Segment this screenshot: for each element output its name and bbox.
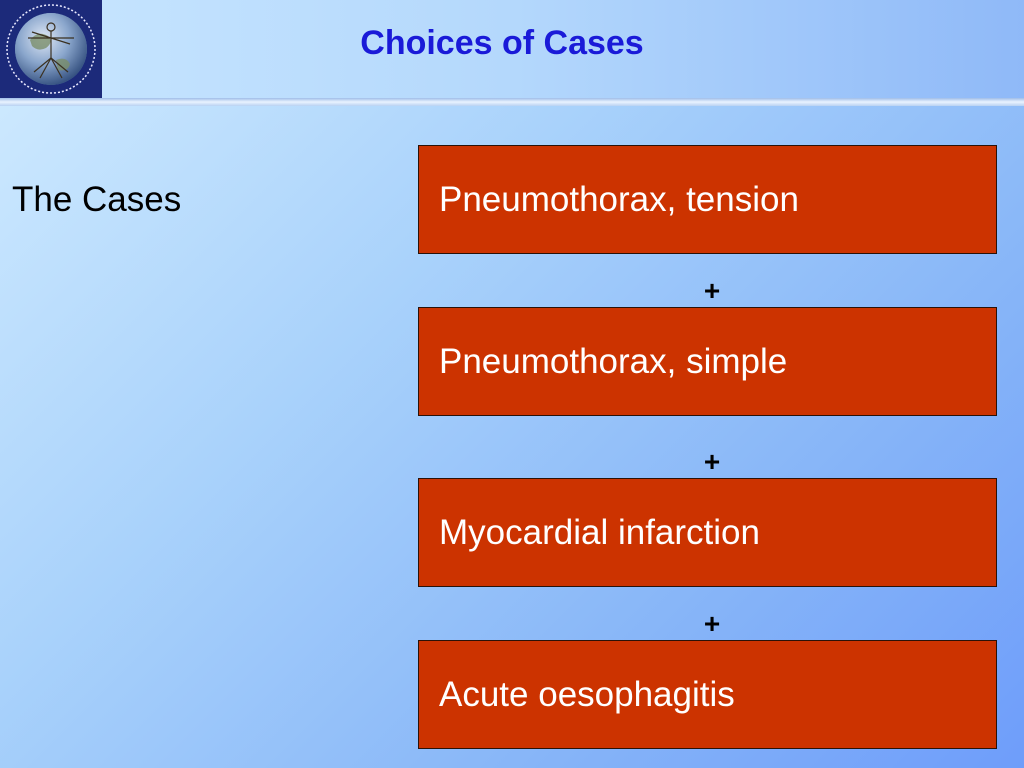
case-box-simple-pneumothorax: Pneumothorax, simple	[418, 307, 997, 416]
case-label: Acute oesophagitis	[439, 675, 735, 714]
case-label: Myocardial infarction	[439, 513, 760, 552]
plus-connector: +	[703, 608, 721, 639]
cases-label: The Cases	[12, 180, 182, 219]
slide-title: Choices of Cases	[360, 24, 644, 62]
plus-connector: +	[703, 446, 721, 477]
case-label: Pneumothorax, tension	[439, 180, 799, 219]
case-label: Pneumothorax, simple	[439, 342, 788, 381]
case-box-tension-pneumothorax: Pneumothorax, tension	[418, 145, 997, 254]
slide-header	[0, 0, 1024, 100]
header-divider	[0, 98, 1024, 106]
globe-seal-icon	[0, 0, 102, 98]
case-box-acute-oesophagitis: Acute oesophagitis	[418, 640, 997, 749]
case-box-myocardial-infarction: Myocardial infarction	[418, 478, 997, 587]
plus-connector: +	[703, 275, 721, 306]
